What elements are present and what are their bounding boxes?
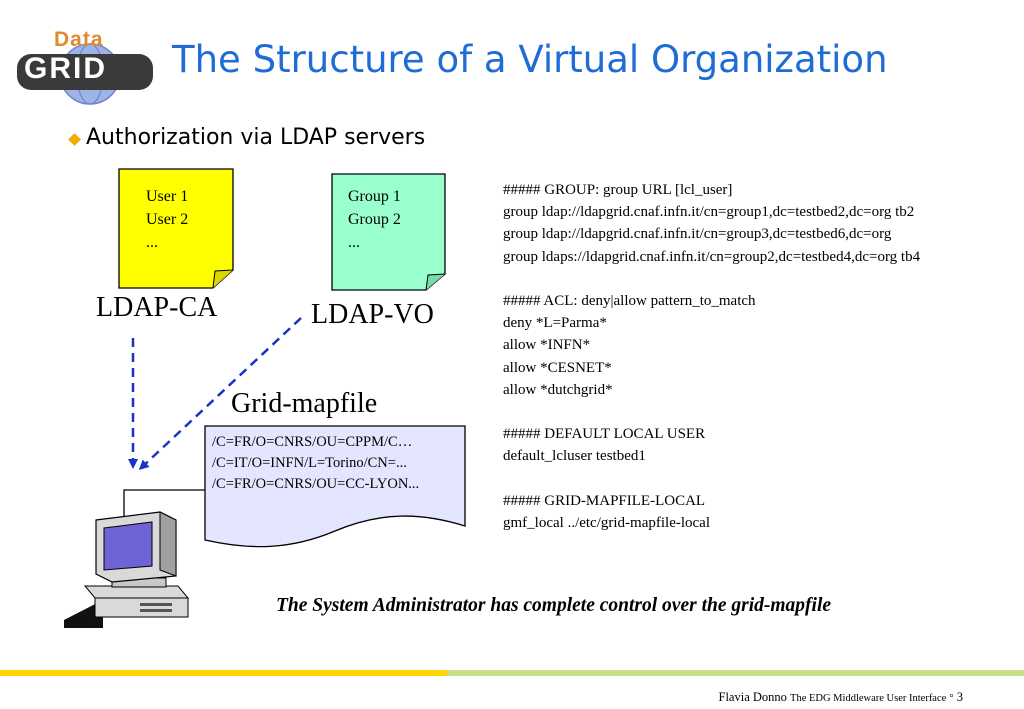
bullet-text: Authorization via LDAP servers (86, 125, 426, 150)
config-line: allow *INFN* (503, 337, 591, 354)
logo-grid-text: GRID (24, 52, 107, 85)
config-line: gmf_local ../etc/grid-mapfile-local (503, 515, 710, 531)
footer-bar-right (447, 670, 1024, 676)
page-number: 3 (956, 690, 963, 704)
config-line: ##### DEFAULT LOCAL USER (503, 426, 706, 443)
config-line: ##### GRID-MAPFILE-LOCAL (503, 492, 706, 509)
ldap-ca-entry: User 2 (146, 211, 189, 228)
datagrid-logo (14, 28, 159, 108)
datagrid-globe-logo-icon (17, 43, 153, 105)
logo-data-text: Data (54, 28, 104, 51)
gridmapfile-entries: /C=FR/O=CNRS/OU=CPPM/C… /C=IT/O=INFN/L=T… (212, 432, 419, 495)
config-blank-line (503, 268, 920, 290)
footer-author: Flavia Donno (718, 690, 787, 704)
vo-arrow (138, 317, 302, 471)
ldap-vo-entry: Group 2 (348, 211, 401, 228)
config-line: group ldaps://ldapgrid.cnaf.infn.it/cn=g… (503, 248, 921, 265)
ldap-ca-entries: User 1 User 2 ... (146, 185, 188, 254)
config-line: allow *CESNET* (503, 359, 612, 376)
ldap-vo-entries: Group 1 Group 2 ... (348, 185, 401, 254)
gridmapfile-entry: /C=IT/O=INFN/L=Torino/CN=... (212, 455, 407, 471)
ldap-vo-entry: ... (348, 234, 360, 251)
slide-title: The Structure of a Virtual Organization (172, 38, 888, 81)
config-listing: ##### GROUP: group URL [lcl_user] group … (503, 179, 920, 534)
computer-icon (64, 511, 190, 628)
ldap-ca-note-fold (212, 269, 234, 289)
admin-statement: The System Administrator has complete co… (276, 595, 832, 616)
config-line: ##### ACL: deny|allow pattern_to_match (503, 293, 756, 309)
config-line: ##### GROUP: group URL [lcl_user] (503, 182, 733, 198)
config-blank-line (503, 468, 920, 490)
footer-separator: ° (949, 693, 954, 704)
gridmapfile-document (204, 425, 466, 548)
ldap-vo-label: LDAP-VO (311, 299, 434, 330)
config-line: group ldap://ldapgrid.cnaf.infn.it/cn=gr… (503, 204, 915, 221)
footer-bar-left (0, 670, 447, 676)
config-line: group ldap://ldapgrid.cnaf.infn.it/cn=gr… (503, 226, 892, 243)
config-line: default_lcluser testbed1 (503, 448, 646, 465)
ldap-vo-note-fold (425, 273, 446, 291)
ldap-ca-entry: User 1 (146, 188, 189, 205)
ldap-ca-label: LDAP-CA (96, 292, 218, 323)
ldap-vo-entry: Group 1 (348, 188, 401, 205)
ldap-ca-entry: ... (146, 234, 158, 251)
config-line: allow *dutchgrid* (503, 381, 613, 398)
footer-doc-title: The EDG Middleware User Interface (790, 693, 947, 704)
gridmapfile-label: Grid-mapfile (231, 388, 378, 419)
config-blank-line (503, 401, 920, 423)
slide-footer: Flavia Donno The EDG Middleware User Int… (719, 690, 964, 705)
gridmapfile-entry: /C=FR/O=CNRS/OU=CPPM/C… (212, 434, 413, 450)
config-line: deny *L=Parma* (503, 315, 607, 332)
gridmapfile-entry: /C=FR/O=CNRS/OU=CC-LYON... (212, 476, 420, 492)
computer-connector (123, 489, 205, 520)
